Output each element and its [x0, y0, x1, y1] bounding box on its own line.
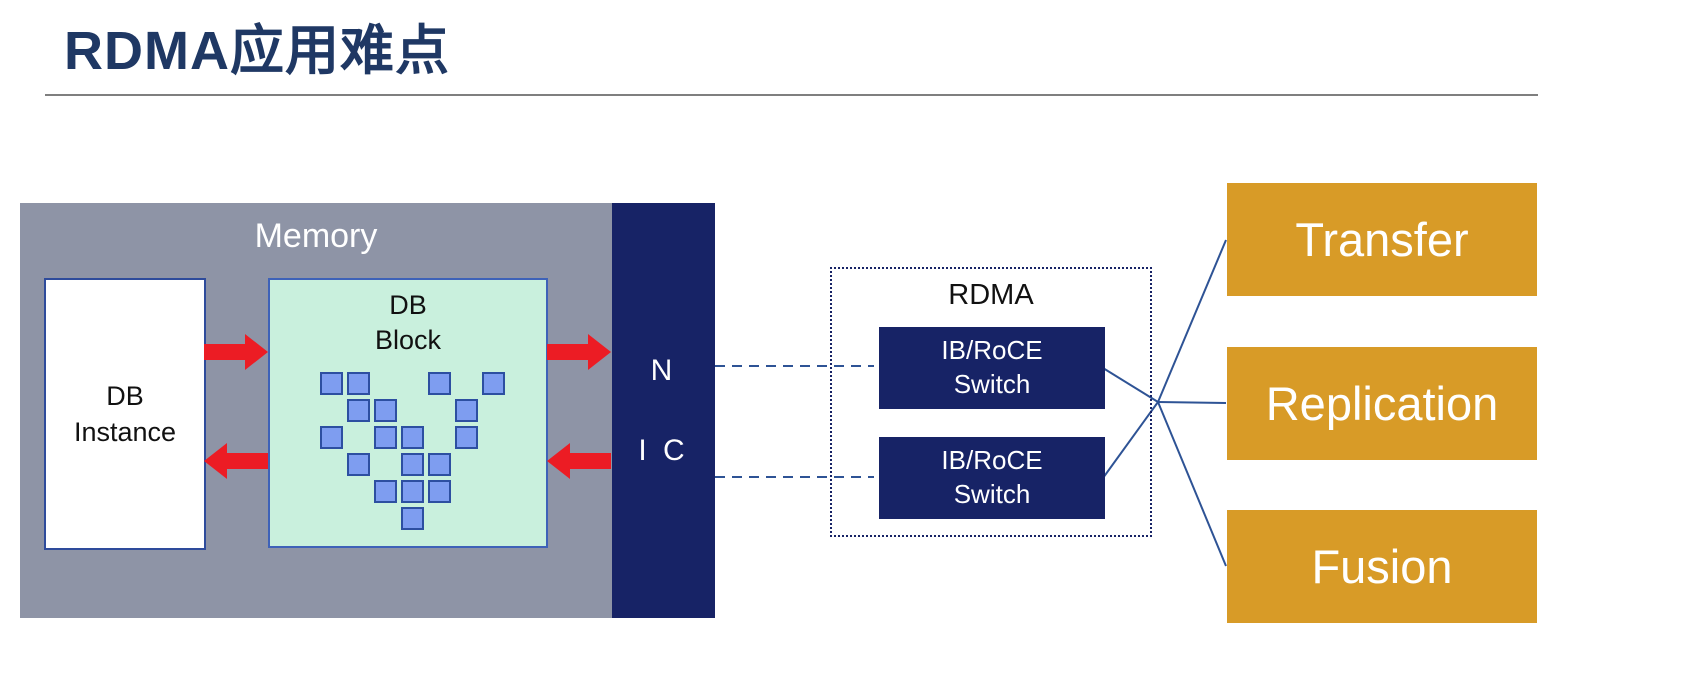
arrow-block-to-nic — [547, 334, 611, 370]
block-square — [320, 426, 343, 449]
db-block-label-line1: DB — [389, 290, 427, 320]
block-square — [374, 426, 397, 449]
arrow-instance-to-block — [204, 334, 268, 370]
output-fusion-box: Fusion — [1227, 510, 1537, 623]
db-block-box: DB Block — [268, 278, 548, 548]
block-square — [401, 480, 424, 503]
block-square — [347, 453, 370, 476]
output-replication-label: Replication — [1265, 377, 1499, 430]
rdma-label: RDMA — [948, 279, 1034, 311]
output-transfer-box: Transfer — [1227, 183, 1537, 296]
block-square — [401, 426, 424, 449]
db-block-label: DB Block — [270, 288, 546, 358]
title-divider — [45, 94, 1538, 96]
fan-replication-link — [1157, 401, 1227, 404]
ib-roce-switch-2-box: IB/RoCE Switch — [879, 437, 1105, 519]
fan-fusion-link — [1157, 401, 1227, 567]
block-square — [428, 480, 451, 503]
memory-label: Memory — [254, 217, 378, 255]
block-square — [428, 453, 451, 476]
db-instance-label-line1: DB — [106, 380, 144, 411]
switch-2-label-line1: IB/RoCE — [941, 445, 1043, 476]
db-block-label-line2: Block — [374, 325, 442, 356]
switch-1-label-line1: IB/RoCE — [941, 335, 1043, 366]
block-square — [428, 372, 451, 395]
block-square — [347, 399, 370, 422]
arrow-nic-to-block — [547, 443, 611, 479]
arrow-block-to-instance — [204, 443, 268, 479]
db-instance-label-line2: Instance — [73, 417, 177, 447]
nic-label-line1: N — [650, 353, 677, 387]
block-square — [455, 426, 478, 449]
page-title: RDMA应用难点 — [64, 21, 450, 81]
switch-1-label-line2: Switch — [953, 369, 1031, 399]
switch-2-label-line2: Switch — [953, 479, 1031, 509]
block-square — [320, 372, 343, 395]
nic-label-line2: I C — [638, 433, 689, 467]
block-square — [374, 480, 397, 503]
ib-roce-switch-1-box: IB/RoCE Switch — [879, 327, 1105, 409]
output-transfer-label: Transfer — [1295, 213, 1469, 266]
block-square — [347, 372, 370, 395]
block-square — [401, 507, 424, 530]
block-square — [482, 372, 505, 395]
rdma-group-box: RDMA IB/RoCE Switch IB/RoCE Switch — [830, 267, 1152, 537]
block-square — [401, 453, 424, 476]
output-replication-box: Replication — [1227, 347, 1537, 460]
output-fusion-label: Fusion — [1311, 540, 1453, 593]
fan-transfer-link — [1157, 239, 1227, 403]
block-square — [374, 399, 397, 422]
nic-box: N I C — [612, 203, 715, 618]
db-instance-box: DB Instance — [44, 278, 206, 550]
block-square — [455, 399, 478, 422]
